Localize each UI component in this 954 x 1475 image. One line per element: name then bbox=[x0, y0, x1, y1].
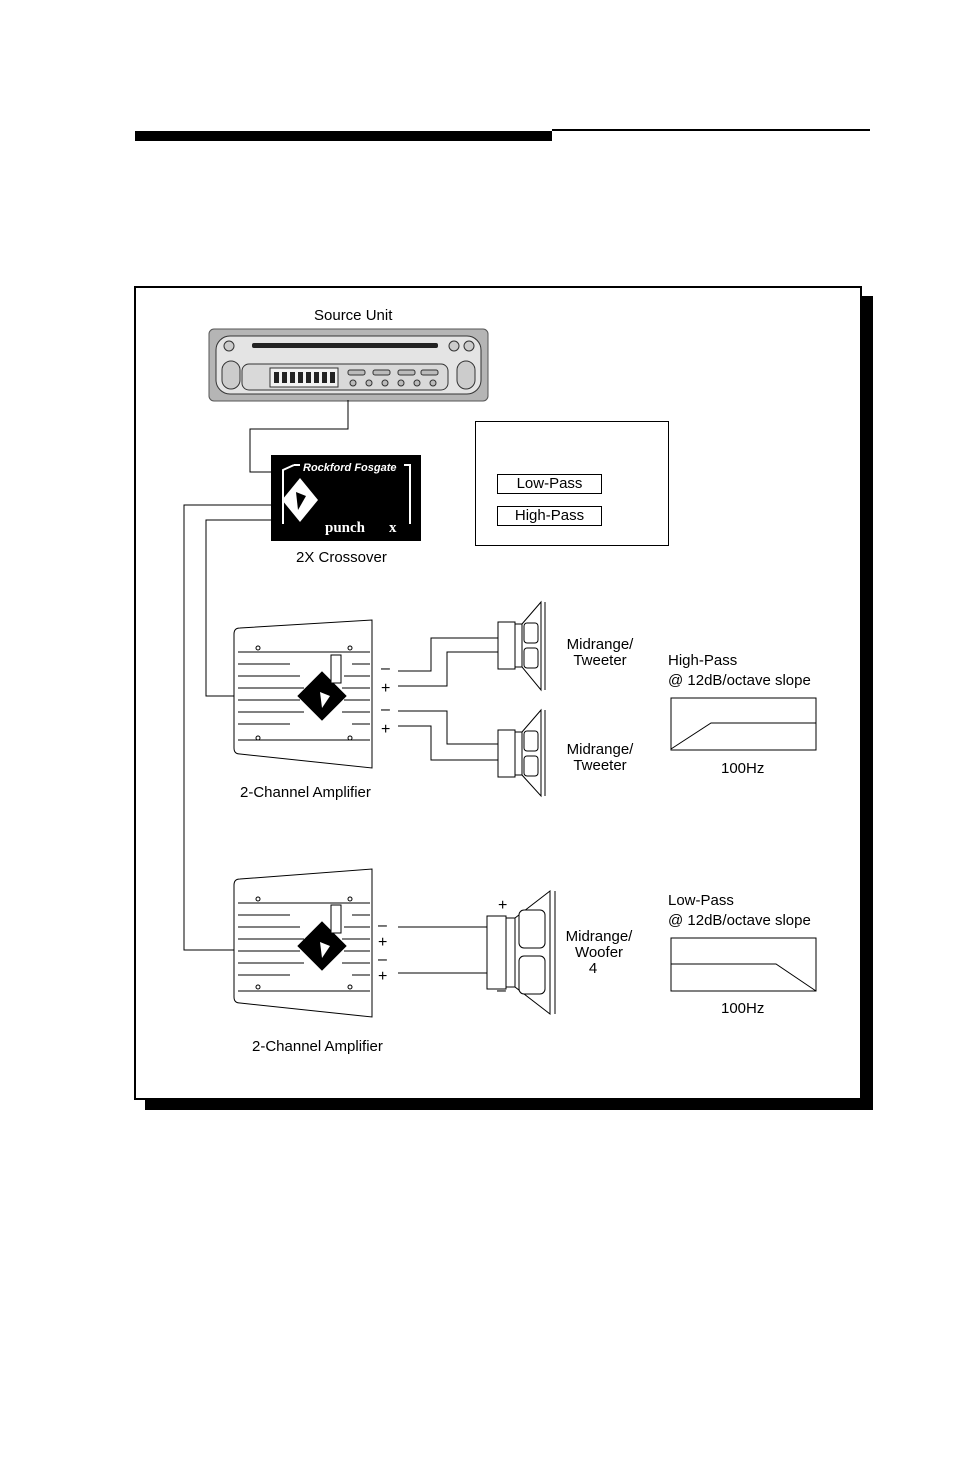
speaker-3-label-line-3: 4 bbox=[588, 960, 598, 977]
header-rule-thin bbox=[552, 129, 870, 131]
low-pass-curve bbox=[670, 937, 817, 992]
speaker-mid-tweeter-1 bbox=[497, 600, 546, 692]
high-pass-curve bbox=[670, 697, 817, 751]
speaker-1-label-line-1: Midrange/ bbox=[566, 636, 634, 653]
amp-top-terminal-1-minus: – bbox=[381, 660, 390, 677]
amp-bottom-terminal-2-minus: – bbox=[378, 951, 387, 968]
speaker-2-label-line-1: Midrange/ bbox=[566, 741, 634, 758]
crossover-model-suffix: x bbox=[389, 520, 397, 536]
speaker-3-label-line-2: Woofer bbox=[574, 944, 624, 961]
speaker-mid-woofer bbox=[486, 889, 556, 1016]
legend-high-pass: High-Pass bbox=[497, 506, 602, 526]
crossover-unit bbox=[271, 455, 421, 541]
crossover-model-logo: punch bbox=[325, 520, 366, 536]
low-pass-frequency: 100Hz bbox=[721, 1000, 765, 1017]
legend-low-pass: Low-Pass bbox=[497, 474, 602, 494]
speaker-3-label-line-1: Midrange/ bbox=[565, 928, 633, 945]
amp-top-label: 2-Channel Amplifier bbox=[240, 784, 371, 801]
woofer-terminal-minus: – bbox=[497, 982, 506, 999]
crossover-brand-logo: Rockford Fosgate bbox=[303, 462, 397, 474]
high-pass-title: High-Pass bbox=[668, 652, 738, 669]
amp-bottom-terminal-2-plus: + bbox=[378, 968, 388, 985]
wiring bbox=[183, 400, 498, 974]
header-rule-thick bbox=[135, 131, 552, 141]
speaker-1-label-line-2: Tweeter bbox=[573, 652, 627, 669]
amp-top-terminal-2-plus: + bbox=[381, 721, 391, 738]
amp-bottom-terminal-1-plus: + bbox=[378, 934, 388, 951]
amp-top-terminal-1-plus: + bbox=[381, 680, 391, 697]
woofer-terminal-plus: + bbox=[498, 897, 508, 914]
high-pass-slope: @ 12dB/octave slope bbox=[668, 672, 811, 689]
crossover-label: 2X Crossover bbox=[296, 549, 387, 566]
low-pass-slope: @ 12dB/octave slope bbox=[668, 912, 811, 929]
amp-bottom-label: 2-Channel Amplifier bbox=[252, 1038, 383, 1055]
amp-bottom-terminal-1-minus: – bbox=[378, 917, 387, 934]
amp-top-terminal-2-minus: – bbox=[381, 701, 390, 718]
source-unit bbox=[208, 328, 489, 402]
low-pass-title: Low-Pass bbox=[668, 892, 734, 909]
speaker-2-label-line-2: Tweeter bbox=[573, 757, 627, 774]
source-unit-label: Source Unit bbox=[314, 307, 393, 324]
amplifier-top bbox=[233, 619, 373, 769]
speaker-mid-tweeter-2 bbox=[497, 708, 546, 798]
amplifier-bottom bbox=[233, 868, 373, 1018]
high-pass-frequency: 100Hz bbox=[721, 760, 765, 777]
